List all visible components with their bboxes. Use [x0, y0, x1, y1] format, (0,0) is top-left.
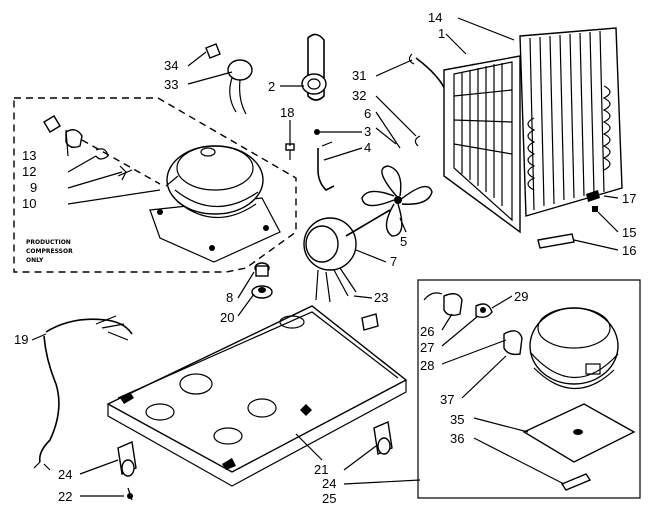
callout-10: 10	[22, 196, 36, 211]
callout-33: 33	[164, 77, 178, 92]
overload-protector	[205, 43, 253, 115]
production-compressor-outline	[13, 97, 297, 273]
callout-24-left: 24	[58, 467, 72, 482]
fan-blade	[361, 165, 433, 237]
callout-28: 28	[420, 358, 434, 373]
callout-19: 19	[14, 332, 28, 347]
production-compressor-note: PRODUCTION COMPRESSOR ONLY	[26, 239, 73, 264]
callout-12: 12	[22, 164, 36, 179]
callout-13: 13	[22, 148, 36, 163]
callout-18: 18	[280, 105, 294, 120]
note-line-2: COMPRESSOR	[26, 248, 73, 255]
grommet-parts-8-20	[251, 262, 273, 299]
callout-4: 4	[364, 140, 371, 155]
callout-32: 32	[352, 88, 366, 103]
production-compressor	[149, 145, 281, 263]
capacitor-part-2	[301, 33, 327, 101]
callout-1: 1	[438, 26, 445, 41]
callout-21: 21	[314, 462, 328, 477]
callout-8: 8	[226, 290, 233, 305]
callout-14: 14	[428, 10, 442, 25]
callout-36: 36	[450, 431, 464, 446]
screw-part-18	[285, 143, 295, 160]
terminal-cover-parts	[43, 115, 161, 185]
callout-3: 3	[364, 124, 371, 139]
callout-7: 7	[390, 254, 397, 269]
callout-16: 16	[622, 243, 636, 258]
terminal-parts-26-29	[423, 292, 523, 356]
callout-25: 25	[322, 491, 336, 506]
callout-23: 23	[374, 290, 388, 305]
note-line-1: PRODUCTION	[26, 239, 71, 246]
caster-parts-24	[117, 421, 393, 501]
callout-35: 35	[450, 412, 464, 427]
callout-22: 22	[58, 489, 72, 504]
callout-9: 9	[30, 180, 37, 195]
service-compressor	[522, 307, 636, 491]
wire-harness-part-19	[33, 315, 133, 471]
leader-lines	[31, 17, 619, 497]
callout-27: 27	[420, 340, 434, 355]
callout-31: 31	[352, 68, 366, 83]
callout-5: 5	[400, 234, 407, 249]
callout-37: 37	[440, 392, 454, 407]
callout-34: 34	[164, 58, 178, 73]
callout-29: 29	[514, 289, 528, 304]
fan-motor	[303, 209, 391, 303]
callout-labels: 34 33 2 18 3 4 31 32 6 14 1 17 15 16 5 7…	[14, 10, 636, 506]
callout-6: 6	[364, 106, 371, 121]
callout-24-right: 24	[322, 476, 336, 491]
coil-clip-parts-15-17	[537, 190, 600, 249]
callout-2: 2	[268, 79, 275, 94]
condenser-coil	[443, 55, 521, 234]
callout-17: 17	[622, 191, 636, 206]
capillary-parts-3-4	[314, 129, 335, 191]
callout-26: 26	[420, 324, 434, 339]
screw-part-23	[361, 313, 379, 331]
callout-20: 20	[220, 310, 234, 325]
callout-15: 15	[622, 225, 636, 240]
service-compressor-outline	[417, 279, 641, 499]
base-pan	[106, 305, 408, 487]
note-line-3: ONLY	[26, 257, 44, 264]
evaporator-coil	[519, 27, 623, 217]
